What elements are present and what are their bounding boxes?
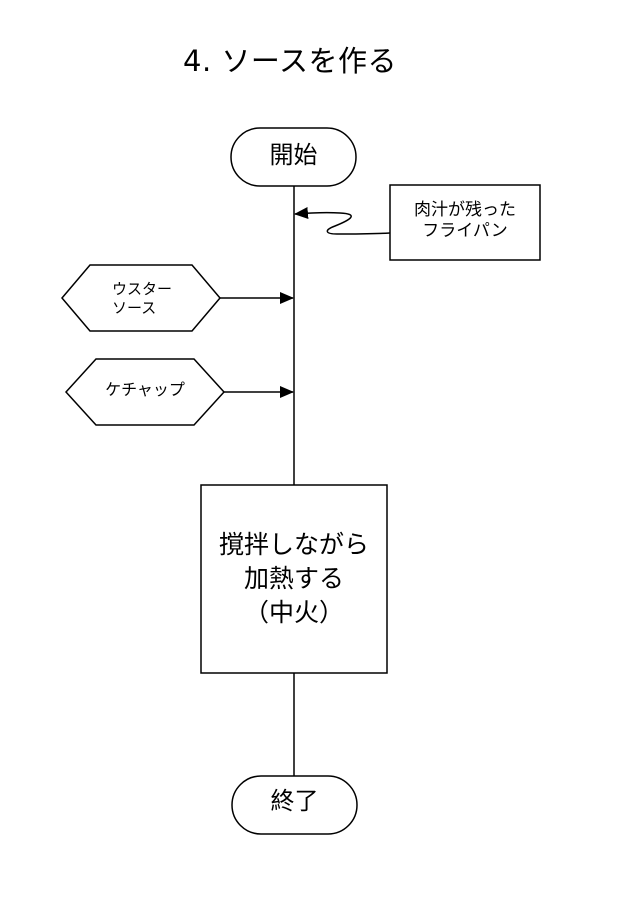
end-label: 終了	[270, 787, 319, 815]
frying-pan-label-line1: 肉汁が残った	[414, 200, 516, 220]
page-title: 4. ソースを作る	[183, 44, 397, 78]
process-label-line1: 撹拌しながら	[218, 530, 369, 559]
process-label: 撹拌しながら 加熱する （中火）	[201, 528, 387, 629]
frying-pan-label: 肉汁が残った フライパン	[390, 200, 540, 243]
start-label: 開始	[269, 141, 318, 169]
frying-pan-input-box	[389, 184, 541, 261]
process-label-line2: 加熱する	[243, 563, 344, 593]
ketchup-label: ケチャップ	[105, 380, 185, 399]
worcester-sauce-label-line2: ソース	[112, 298, 157, 317]
worcester-sauce-label: ウスター ソース	[62, 280, 262, 318]
worcester-sauce-label-line1: ウスター	[112, 280, 173, 298]
end-terminal	[231, 775, 358, 835]
process-box	[200, 484, 388, 674]
start-terminal	[230, 127, 357, 187]
frying-pan-label-line2: フライパン	[422, 221, 508, 242]
frying-pan-arrow	[294, 207, 391, 235]
process-label-line3: （中火）	[243, 597, 344, 627]
